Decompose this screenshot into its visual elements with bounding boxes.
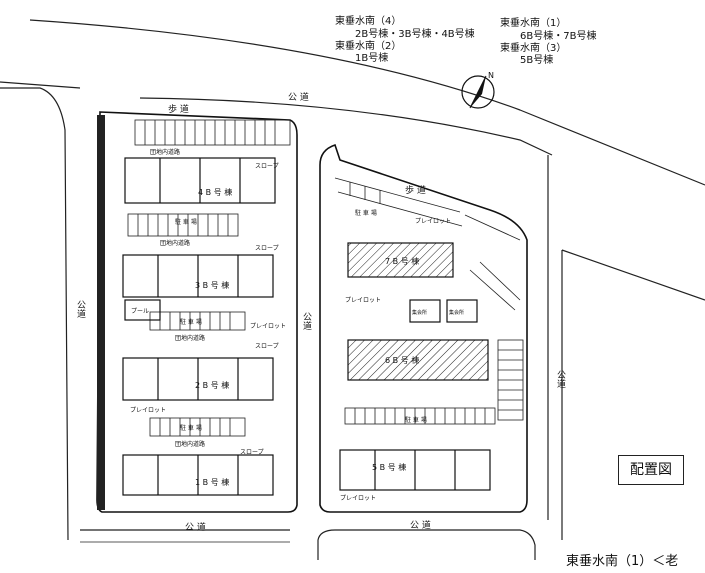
parking-label-4: 駐 車 場 — [355, 209, 377, 217]
site-road-label-2: 団地内道路 — [160, 239, 190, 247]
parking-label-3: 駐 車 場 — [180, 424, 202, 432]
slope-label-2: スロープ — [255, 245, 279, 252]
road-label-right: 公道 — [555, 370, 566, 389]
parking-row-top-left — [134, 119, 291, 146]
building-5b-label: 5 B 号 棟 — [372, 462, 406, 472]
slope-label-4: スロープ — [240, 449, 264, 456]
left-road-edge — [0, 87, 69, 541]
building-1b — [122, 454, 274, 496]
header-group-left-1-name: 東垂水南（4） — [335, 16, 402, 27]
road-label-bottom: 公 道 — [185, 521, 206, 533]
header-group-right-2-buildings: 5B号棟 — [520, 55, 554, 66]
meeting-hall-label-1: 集会所 — [412, 309, 427, 316]
road-label-middle: 公道 — [301, 312, 312, 331]
parking-label-1: 駐 車 場 — [175, 218, 197, 226]
meeting-hall-1 — [409, 299, 441, 323]
building-2b — [122, 357, 274, 401]
building-2b-label: 2 B 号 棟 — [195, 380, 229, 390]
building-7b — [347, 242, 454, 278]
slope-label-3: スロープ — [255, 343, 279, 350]
parking-row-4-left — [149, 417, 246, 437]
parking-row-right-mid — [344, 407, 496, 425]
header-group-right-2-name: 東垂水南（3） — [500, 43, 567, 54]
compass-icon: N — [461, 71, 495, 109]
building-5b — [339, 449, 491, 491]
building-6b-label: 6 B 号 棟 — [385, 355, 419, 365]
header-group-right-1-buildings: 6B号棟・7B号棟 — [520, 31, 597, 42]
header-group-left-2-buildings: 1B号棟 — [355, 53, 389, 64]
sidewalk-label-top-right: 歩 道 — [405, 184, 426, 196]
page-caption: 東垂水南（1）＜老 — [566, 554, 679, 569]
building-7b-label: 7 B 号 棟 — [385, 256, 419, 266]
parking-label-2: 駐 車 場 — [180, 318, 202, 326]
compass-north-label: N — [488, 71, 494, 80]
layout-plan-title-box: 配置図 — [618, 455, 684, 485]
play-lot-label-5: プレイロット — [340, 495, 376, 502]
play-lot-label-4: プレイロット — [345, 297, 381, 304]
bottom-road-edge-right — [317, 529, 536, 560]
header-group-right-1-name: 東垂水南（1） — [500, 18, 567, 29]
parking-row-top-right — [334, 177, 463, 227]
play-lot-label-3: プレイロット — [415, 218, 451, 225]
road-label-left: 公道 — [75, 300, 86, 319]
right-site-boundary — [319, 143, 528, 513]
pool — [124, 299, 161, 321]
top-road-edge-inner — [0, 81, 81, 89]
road-label-bottom-right: 公 道 — [410, 519, 431, 531]
parking-row-3-left — [149, 311, 246, 331]
building-3b — [122, 254, 274, 298]
site-road-label-1: 団地内道路 — [150, 148, 180, 156]
parking-label-5: 駐 車 場 — [405, 416, 427, 424]
top-road-edge-inner2 — [139, 97, 553, 156]
building-3b-label: 3 B 号 棟 — [195, 280, 229, 290]
site-road-label-4: 団地内道路 — [175, 440, 205, 448]
header-group-left-2-name: 東垂水南（2） — [335, 41, 402, 52]
building-4b — [124, 157, 276, 204]
building-1b-label: 1 B 号 棟 — [195, 477, 229, 487]
right-road-edge — [547, 155, 705, 540]
meeting-hall-2 — [446, 299, 478, 323]
left-edge-band — [97, 115, 105, 510]
parking-diagonal-right — [464, 214, 521, 311]
pool-label: プール — [131, 308, 149, 315]
meeting-hall-label-2: 集会所 — [449, 309, 464, 316]
play-lot-label-1: プレイロット — [250, 323, 286, 330]
slope-label-1: スロープ — [255, 163, 279, 170]
play-lot-label-2: プレイロット — [130, 407, 166, 414]
site-road-label-3: 団地内道路 — [175, 334, 205, 342]
parking-row-right-east — [497, 339, 524, 421]
road-label-top: 公 道 — [288, 91, 309, 103]
building-4b-label: 4 B 号 棟 — [198, 187, 232, 197]
building-6b — [347, 339, 489, 381]
header-group-left-1-buildings: 2B号棟・3B号棟・4B号棟 — [355, 29, 475, 40]
parking-row-2-left — [127, 213, 239, 237]
sidewalk-label-top-left: 歩 道 — [168, 103, 189, 115]
top-road-edge-outer — [29, 19, 705, 186]
